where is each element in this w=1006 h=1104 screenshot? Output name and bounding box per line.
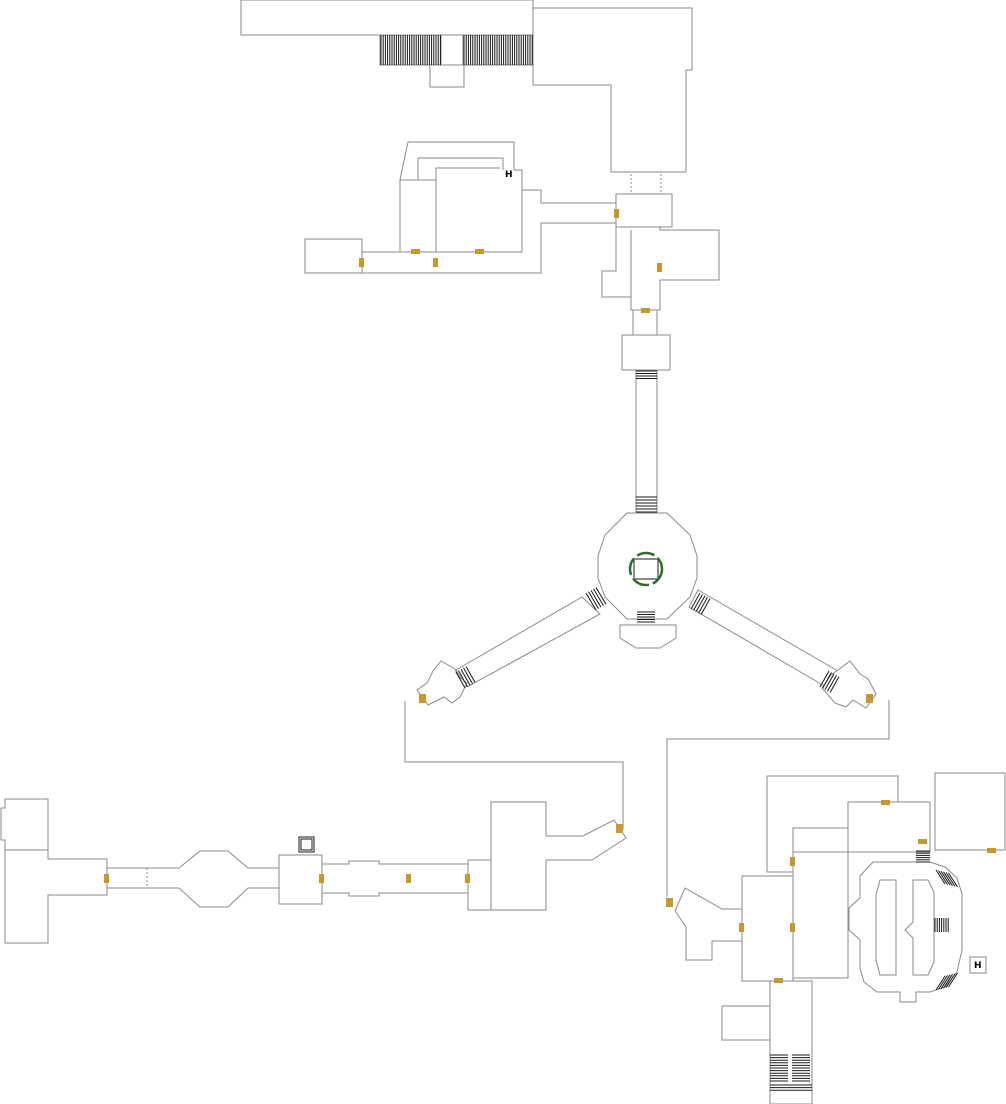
corridor-sw-diagonal — [455, 596, 601, 688]
north-hub — [601, 193, 720, 514]
room-se-south-west — [721, 1005, 771, 1041]
door-marker — [419, 694, 426, 703]
room-west-end — [0, 798, 108, 944]
door-marker — [790, 857, 795, 866]
corridor-se-diagonal — [688, 589, 839, 689]
door-marker — [406, 874, 411, 883]
room-west-gate — [467, 801, 627, 911]
west-wing — [0, 798, 627, 944]
ladder-icon: H — [974, 961, 982, 971]
stairs-symbol — [819, 670, 840, 693]
stairs-symbol — [792, 1054, 810, 1082]
door-marker — [319, 874, 324, 883]
stairs-symbol — [770, 1084, 812, 1091]
door-marker — [616, 824, 623, 833]
well-icon — [298, 836, 315, 853]
passage-se-link — [666, 700, 890, 897]
room-north-tower — [532, 7, 693, 173]
room-se-upper — [847, 801, 931, 853]
doors-group — [104, 209, 996, 983]
stairs-symbol — [690, 592, 711, 615]
room-se-loop-inner-e — [904, 879, 935, 976]
room-se-loop — [848, 861, 963, 1003]
corridor-west-east — [321, 860, 469, 897]
room-se-hall — [792, 851, 849, 979]
stairs-symbol — [380, 35, 441, 65]
southeast-complex — [674, 772, 1006, 1104]
door-marker — [918, 839, 927, 844]
door-marker — [465, 874, 470, 883]
door-marker — [774, 978, 783, 983]
corridor-west-hex — [106, 850, 280, 908]
door-marker — [881, 800, 890, 805]
passage-north-dotted — [630, 171, 662, 195]
room-central-apse — [619, 624, 677, 649]
stairs-symbol — [636, 370, 657, 379]
door-marker — [359, 258, 364, 267]
stairs-symbol — [636, 496, 657, 513]
stairs-symbol — [916, 850, 930, 863]
room-se-loop-inner-w — [875, 879, 897, 976]
stairs-north-east — [462, 34, 534, 66]
door-marker — [790, 923, 795, 932]
teleporter-ring-icon — [628, 551, 664, 587]
door-marker — [666, 898, 673, 907]
door-marker — [411, 249, 420, 254]
door-marker — [475, 249, 484, 254]
wall-nw-inner2 — [435, 167, 500, 180]
stairs-symbol — [935, 869, 958, 888]
door-marker — [614, 209, 619, 218]
door-marker — [987, 848, 996, 853]
door-marker — [433, 258, 438, 267]
ladder-box-se — [969, 956, 987, 974]
wall-nw-inner — [417, 157, 504, 180]
door-marker — [641, 308, 650, 313]
door-marker — [739, 923, 744, 932]
room-hub-gate — [621, 334, 671, 371]
southwest-arm — [404, 596, 624, 830]
room-se-far-east — [934, 772, 1006, 851]
southeast-arm — [666, 589, 890, 897]
stairs-symbol — [770, 1054, 788, 1082]
stairs-symbol — [463, 35, 533, 65]
passage-sw-link — [404, 701, 624, 830]
altar — [633, 558, 659, 580]
room-nw-west — [304, 238, 363, 274]
connector-hub-gate — [632, 309, 658, 336]
room-west-mid — [278, 854, 323, 905]
room-north-hall — [240, 0, 534, 36]
stairs-symbol — [585, 587, 607, 611]
room-central-octagon — [597, 512, 698, 620]
stairs-symbol — [935, 972, 958, 991]
door-marker — [866, 694, 873, 703]
door-marker — [657, 263, 662, 272]
northwest-complex — [304, 141, 617, 274]
room-se-south — [769, 980, 813, 1104]
room-hub-north — [601, 193, 720, 311]
room-north-alcove — [429, 64, 465, 88]
corridor-north-long — [635, 369, 658, 514]
room-se-entry — [674, 887, 743, 961]
door-marker — [104, 874, 109, 883]
room-se-cross — [821, 660, 877, 709]
room-se-main — [741, 875, 794, 982]
stairs-symbol — [637, 611, 655, 623]
central-chamber — [597, 512, 698, 649]
stairs-symbol — [455, 666, 476, 689]
ladder-icon: H — [505, 170, 513, 180]
stairs-symbol — [934, 918, 949, 932]
